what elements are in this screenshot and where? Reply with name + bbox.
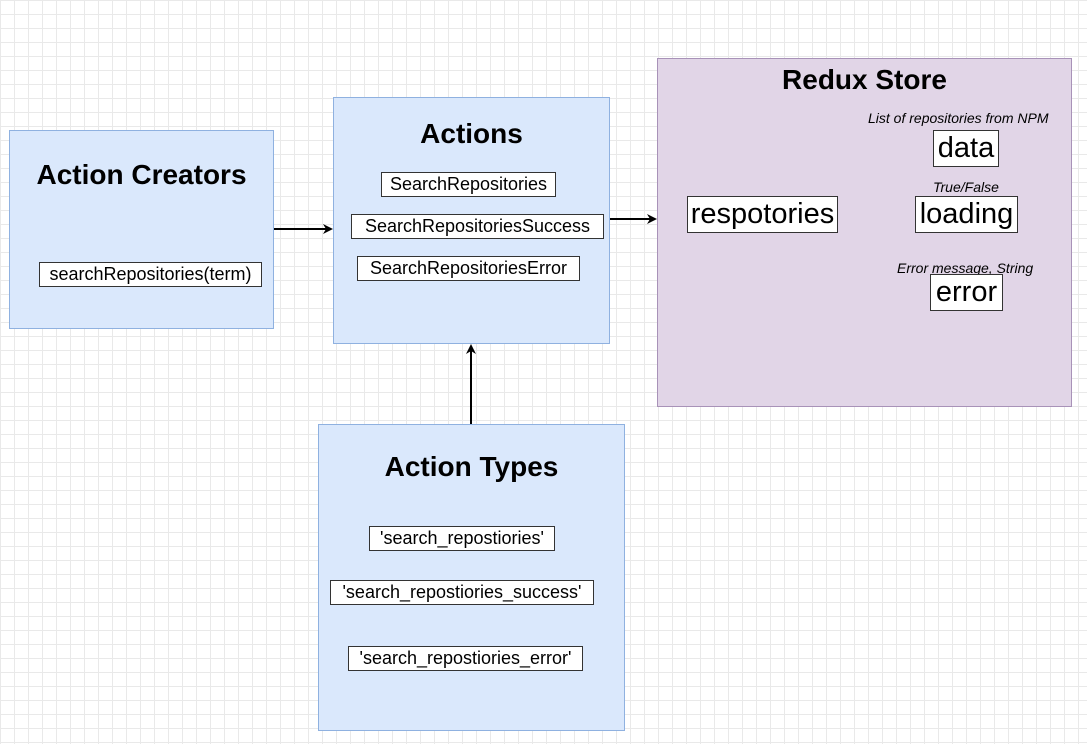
action-type-search-success: 'search_repostiories_success' [330,580,594,605]
redux-store-title: Redux Store [782,64,947,95]
actions-title: Actions [420,118,523,149]
action-type-search-error: 'search_repostiories_error' [348,646,583,671]
action-types-title: Action Types [384,451,559,482]
action-search-repositories-success: SearchRepositoriesSuccess [351,214,604,239]
action-search-repositories: SearchRepositories [381,172,556,197]
action-creator-search-repositories: searchRepositories(term) [39,262,262,287]
action-creators-title: Action Creators [36,159,247,190]
data-note: List of repositories from NPM [868,110,1049,126]
error-note: Error message, String [897,260,1034,276]
action-type-search: 'search_repostiories' [369,526,555,551]
action-creators-box: Action Creators [9,130,274,329]
store-field-data: data [933,130,999,167]
action-types-box: Action Types [318,424,625,731]
store-field-error: error [930,274,1003,311]
store-respotories-key: respotories [687,196,838,233]
store-field-loading: loading [915,196,1018,233]
loading-note: True/False [933,179,999,195]
action-search-repositories-error: SearchRepositoriesError [357,256,580,281]
